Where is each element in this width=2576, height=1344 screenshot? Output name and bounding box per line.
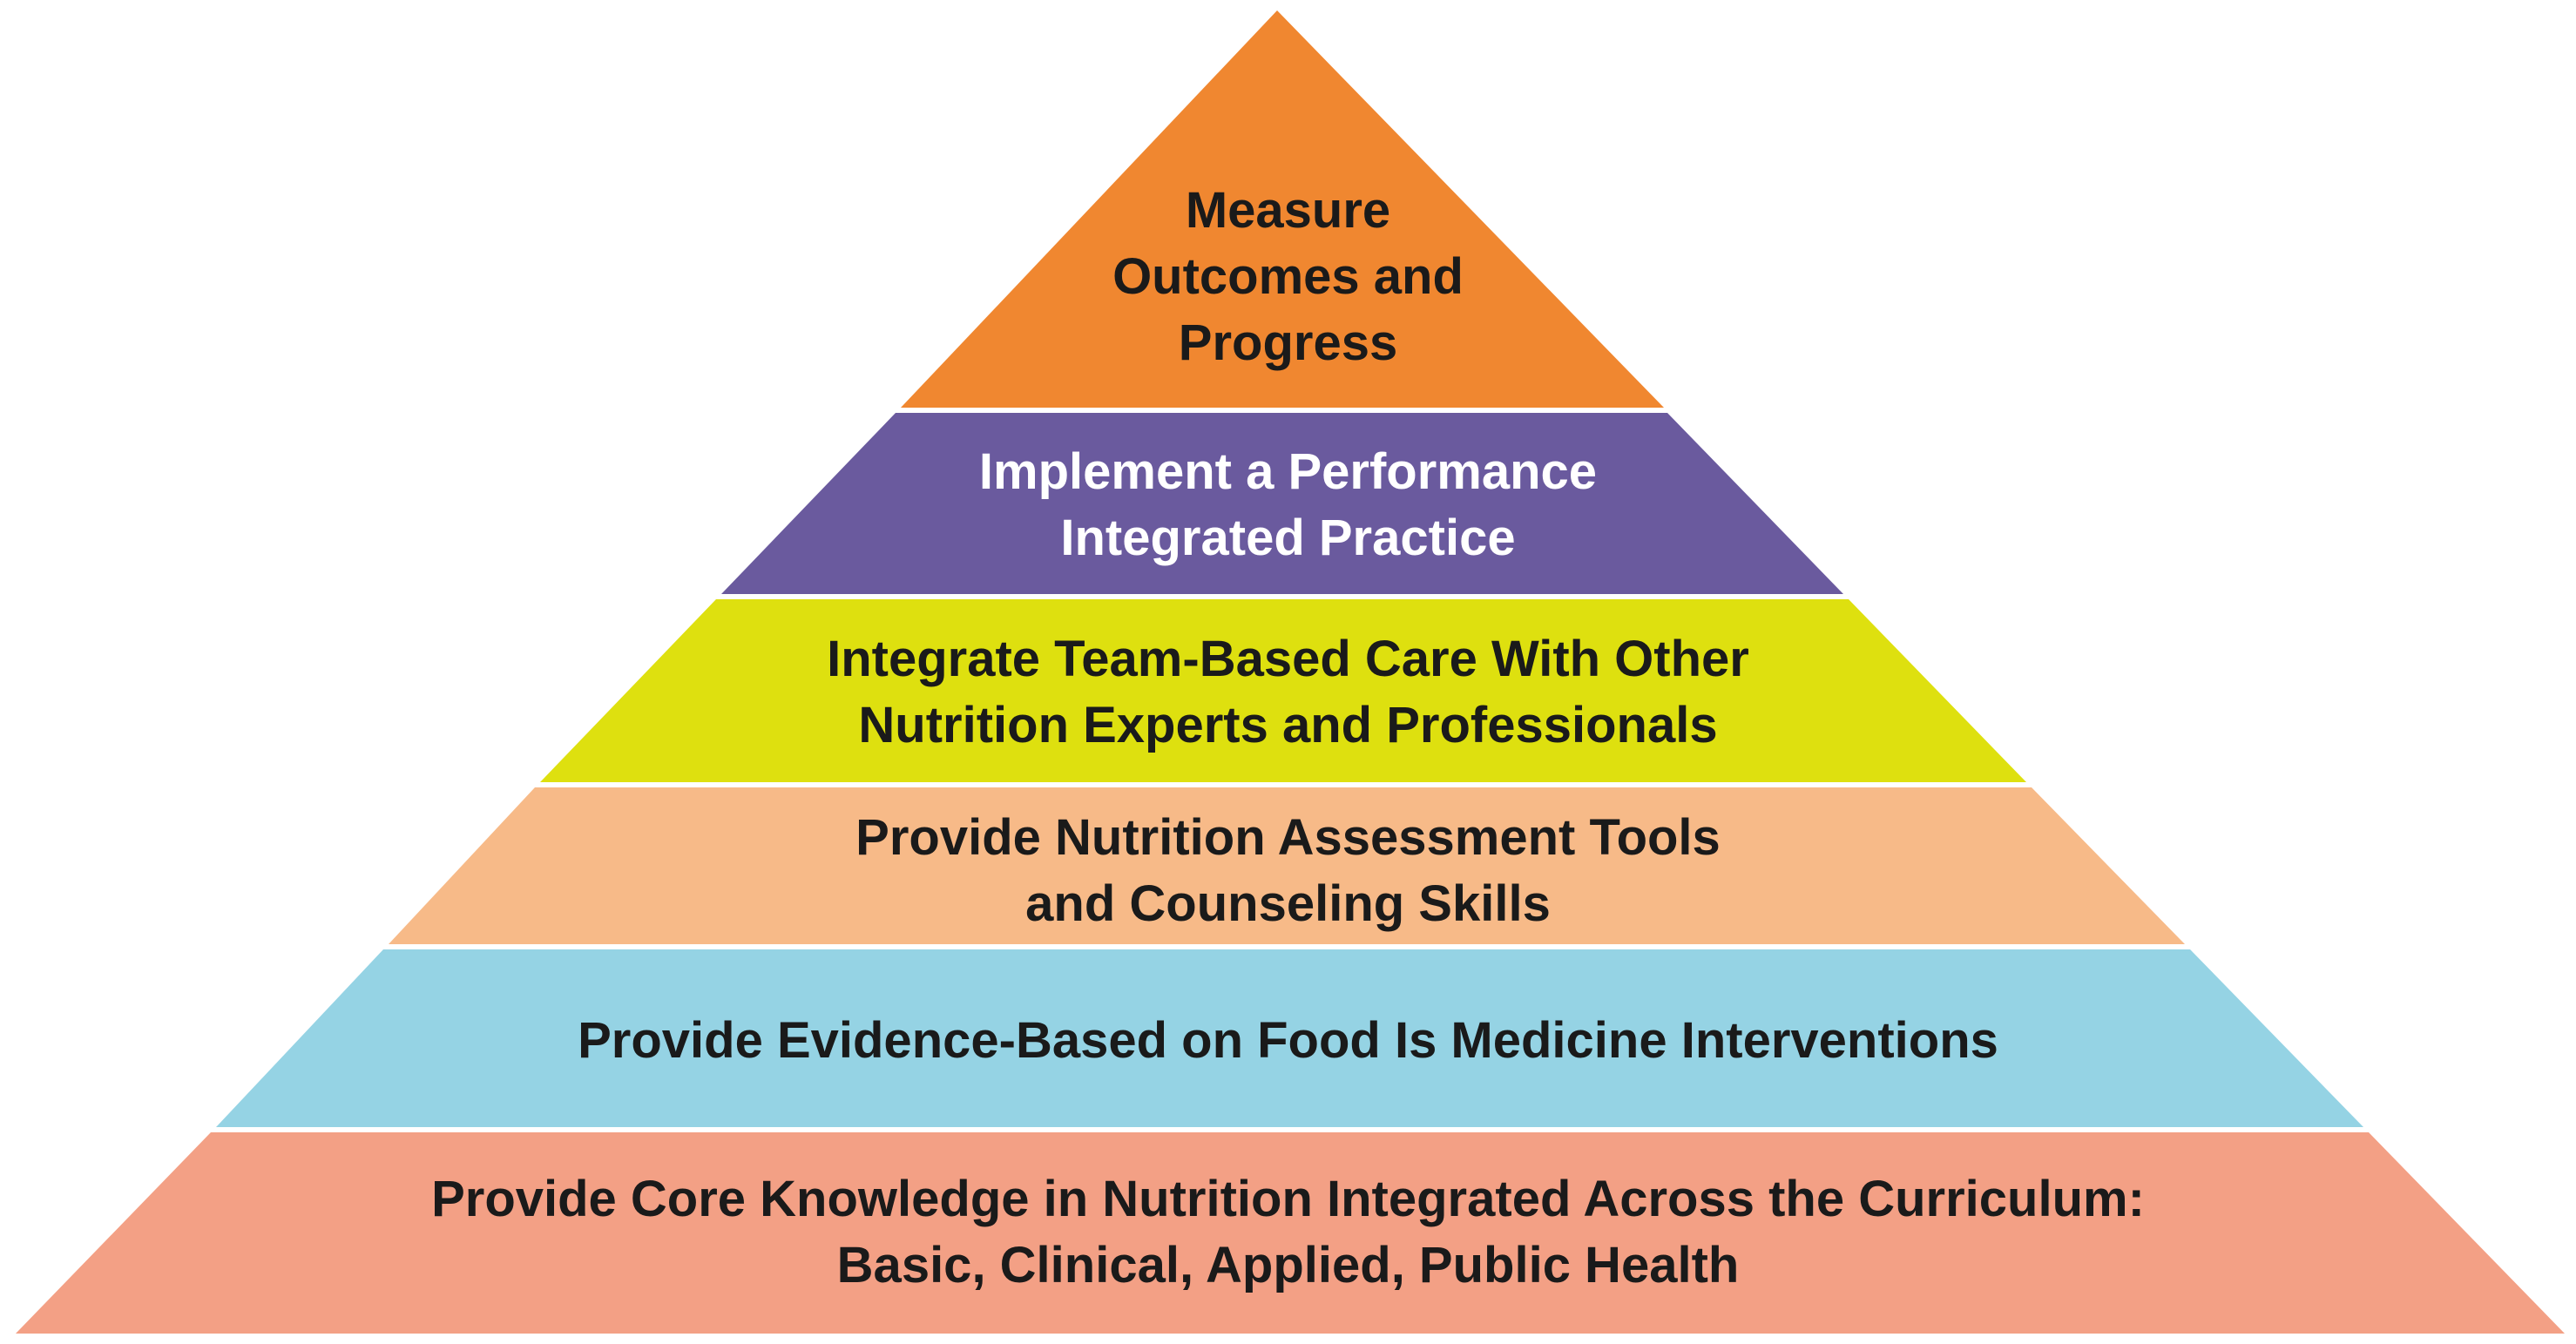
tier-3-line-2: Nutrition Experts and Professionals [858, 697, 1718, 753]
tier-2-line-2: Integrated Practice [1060, 510, 1516, 566]
tier-4-label: Provide Nutrition Assessment Tools and C… [0, 797, 2576, 945]
tier-3-label: Integrate Team-Based Care With Other Nut… [0, 614, 2576, 771]
tier-5-line-1: Provide Evidence-Based on Food Is Medici… [578, 1012, 1998, 1069]
tier-1-line-3: Progress [1178, 314, 1398, 371]
tier-5-shape [216, 949, 2363, 1127]
tier-1-shape [901, 10, 1664, 408]
tier-6-label: Provide Core Knowledge in Nutrition Inte… [0, 1141, 2576, 1324]
tier-4-line-2: and Counseling Skills [1025, 875, 1551, 932]
tier-2-line-1: Implement a Performance [978, 443, 1598, 500]
tier-3-line-1: Integrate Team-Based Care With Other [827, 631, 1749, 687]
tier-1-label: Measure Outcomes and Progress [0, 172, 2576, 382]
tier-4-line-1: Provide Nutrition Assessment Tools [855, 809, 1721, 866]
tier-1-line-1: Measure [1185, 182, 1391, 239]
tier-4-shape [389, 787, 2185, 944]
tier-5-label: Provide Evidence-Based on Food Is Medici… [0, 949, 2576, 1132]
tier-2-label: Implement a Performance Integrated Pract… [0, 427, 2576, 584]
tier-2-shape [721, 413, 1843, 594]
tier-6-shape [16, 1132, 2565, 1334]
tier-1-line-2: Outcomes and [1112, 248, 1464, 305]
tier-6-line-1: Provide Core Knowledge in Nutrition Inte… [431, 1171, 2145, 1227]
tier-3-shape [540, 599, 2026, 782]
tier-6-line-2: Basic, Clinical, Applied, Public Health [836, 1237, 1740, 1293]
